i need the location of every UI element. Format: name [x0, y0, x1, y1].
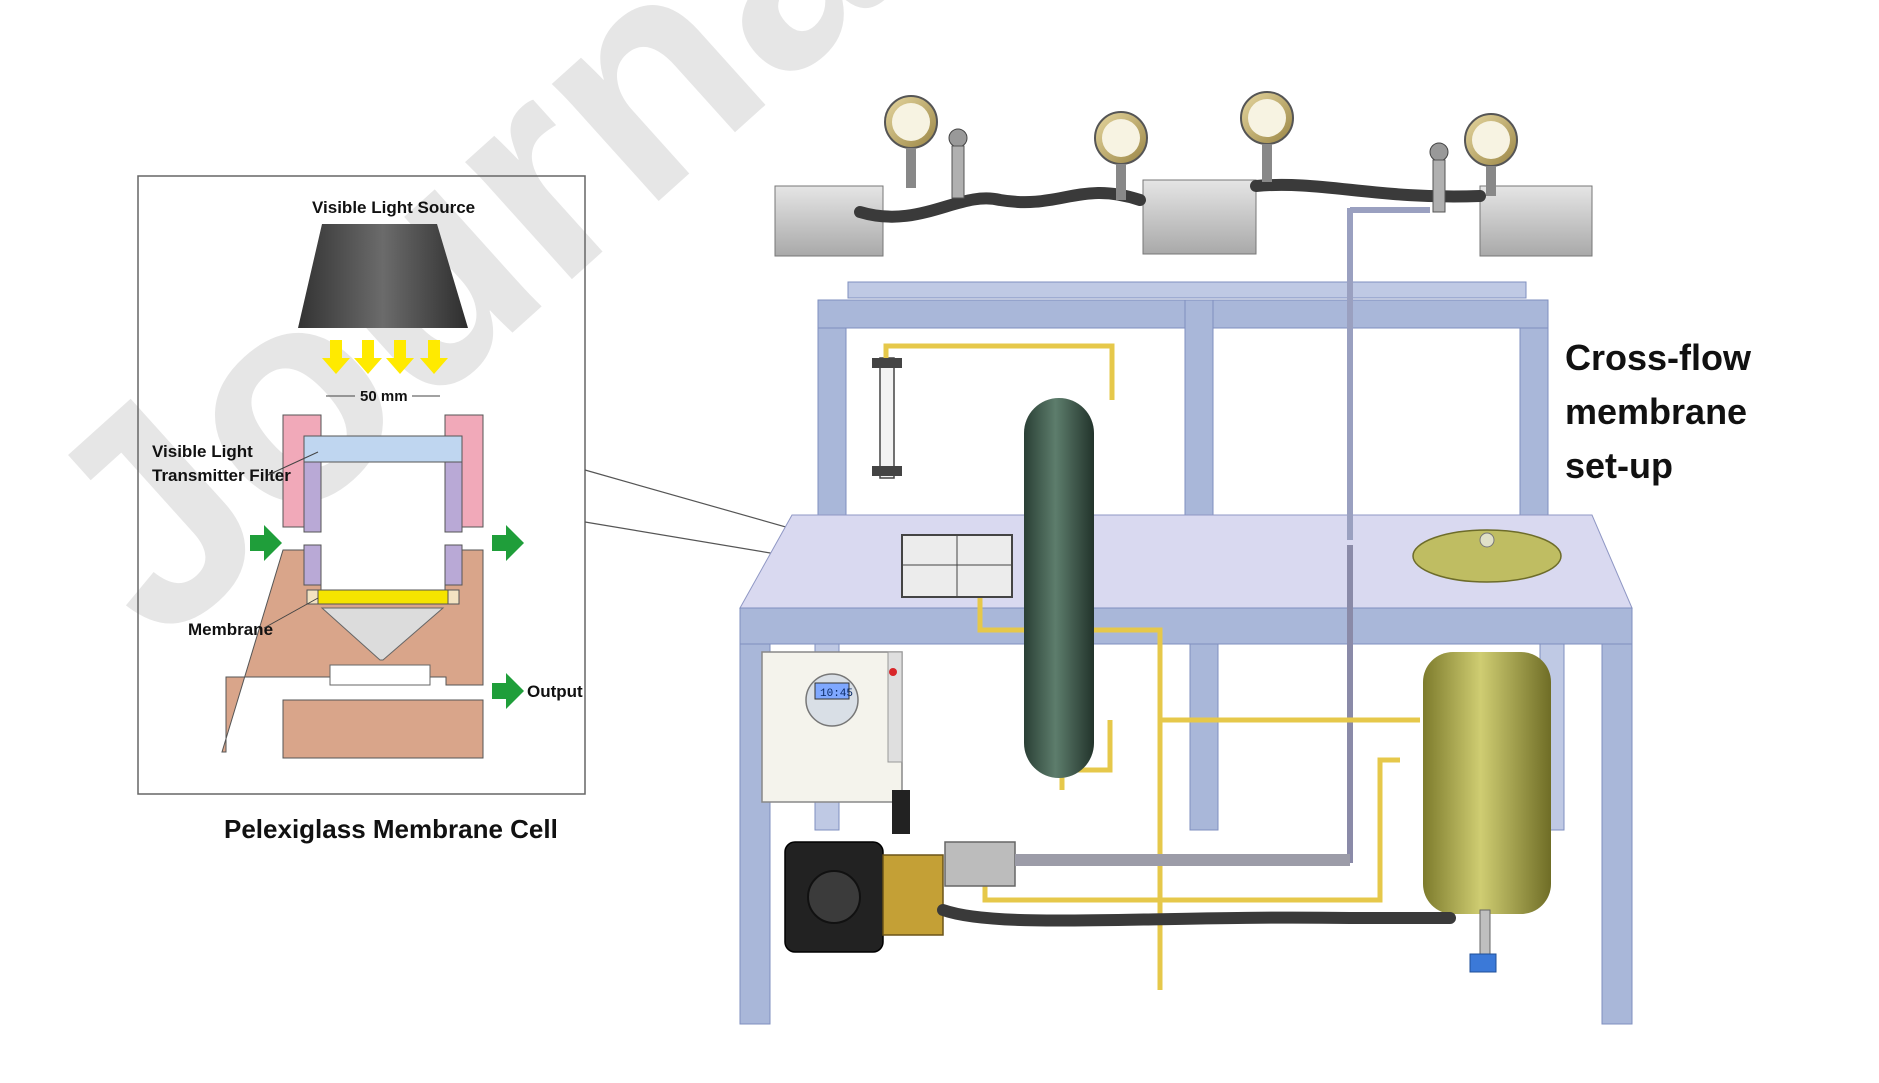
cell-lower-left-wall	[304, 545, 321, 585]
setup-title-line1: Cross-flow	[1565, 337, 1752, 378]
tabletop-front-edge	[740, 608, 1632, 644]
return-pipe	[1350, 208, 1430, 540]
top-hose	[860, 193, 1140, 217]
filter-label-line1: Visible Light	[152, 442, 253, 461]
membrane-support-left	[307, 590, 318, 604]
controller-side-panel	[888, 652, 902, 762]
middle-header-box	[1143, 180, 1256, 254]
membrane-label: Membrane	[188, 620, 273, 639]
pump-outlet-pipe	[945, 842, 1015, 886]
frame-upper-left-post	[818, 308, 846, 518]
pressure-switch-icon	[892, 790, 910, 834]
gauge-stem	[906, 148, 916, 188]
setup-title-line3: set-up	[1565, 445, 1673, 486]
table-leg-back-mid	[1190, 644, 1218, 830]
rotameter-cap-icon	[872, 358, 902, 368]
feed-tank	[1423, 652, 1551, 914]
membrane-layer	[318, 590, 448, 604]
frame-upper-right-post	[1520, 308, 1548, 518]
cell-left-wall	[304, 460, 321, 532]
controller-display-text: 10:45	[820, 688, 853, 700]
transmitter-filter	[304, 436, 462, 462]
gauge-face	[1102, 119, 1140, 157]
pump-head	[883, 855, 943, 935]
gauge-face	[1248, 99, 1286, 137]
cell-right-wall	[445, 460, 462, 532]
output-label: Output	[527, 682, 583, 701]
inset-caption: Pelexiglass Membrane Cell	[224, 814, 558, 844]
needle-valve-icon	[1430, 143, 1448, 161]
filter-label-line2: Transmitter Filter	[152, 466, 291, 485]
cell-base	[283, 700, 483, 758]
light-source-label: Visible Light Source	[312, 198, 475, 217]
cell-lower-right-wall	[445, 545, 462, 585]
feed-tank-outlet	[1480, 910, 1490, 954]
frame-mid-post	[1185, 300, 1213, 518]
bottom-hose	[943, 910, 1450, 921]
frame-upper-beam	[818, 300, 1548, 328]
rotameter-cap-icon	[872, 466, 902, 476]
needle-valve-body	[952, 146, 964, 198]
gauge-stem	[1262, 144, 1272, 182]
gauge-stem	[1116, 164, 1126, 200]
pump-fan-icon	[808, 871, 860, 923]
setup-title-line2: membrane	[1565, 391, 1747, 432]
feed-tank-valve-icon	[1470, 954, 1496, 972]
right-header-box	[1480, 186, 1592, 256]
outlet-arrow-icon	[492, 525, 524, 561]
controller-indicator-icon	[889, 668, 897, 676]
needle-valve-icon	[949, 129, 967, 147]
rotameter	[880, 358, 894, 478]
controller-dial-icon	[806, 674, 858, 726]
permeate-channel	[330, 665, 430, 685]
gauge-stem	[1486, 166, 1496, 196]
left-header-box	[775, 186, 883, 256]
table-leg-front-right	[1602, 644, 1632, 1024]
needle-valve-body	[1433, 160, 1445, 212]
crossflow-rig: 10:45 Cross-flow membrane set-up	[740, 92, 1752, 1024]
feed-line-yellow	[886, 346, 1112, 400]
output-arrow-icon	[492, 673, 524, 709]
frame-rear-beam	[848, 282, 1526, 298]
gauge-face	[1472, 121, 1510, 159]
top-hose-right	[1256, 185, 1480, 197]
gauge-face	[892, 103, 930, 141]
membrane-support-right	[448, 590, 459, 604]
dimension-label: 50 mm	[360, 388, 408, 405]
tank-lid-knob-icon	[1480, 533, 1494, 547]
